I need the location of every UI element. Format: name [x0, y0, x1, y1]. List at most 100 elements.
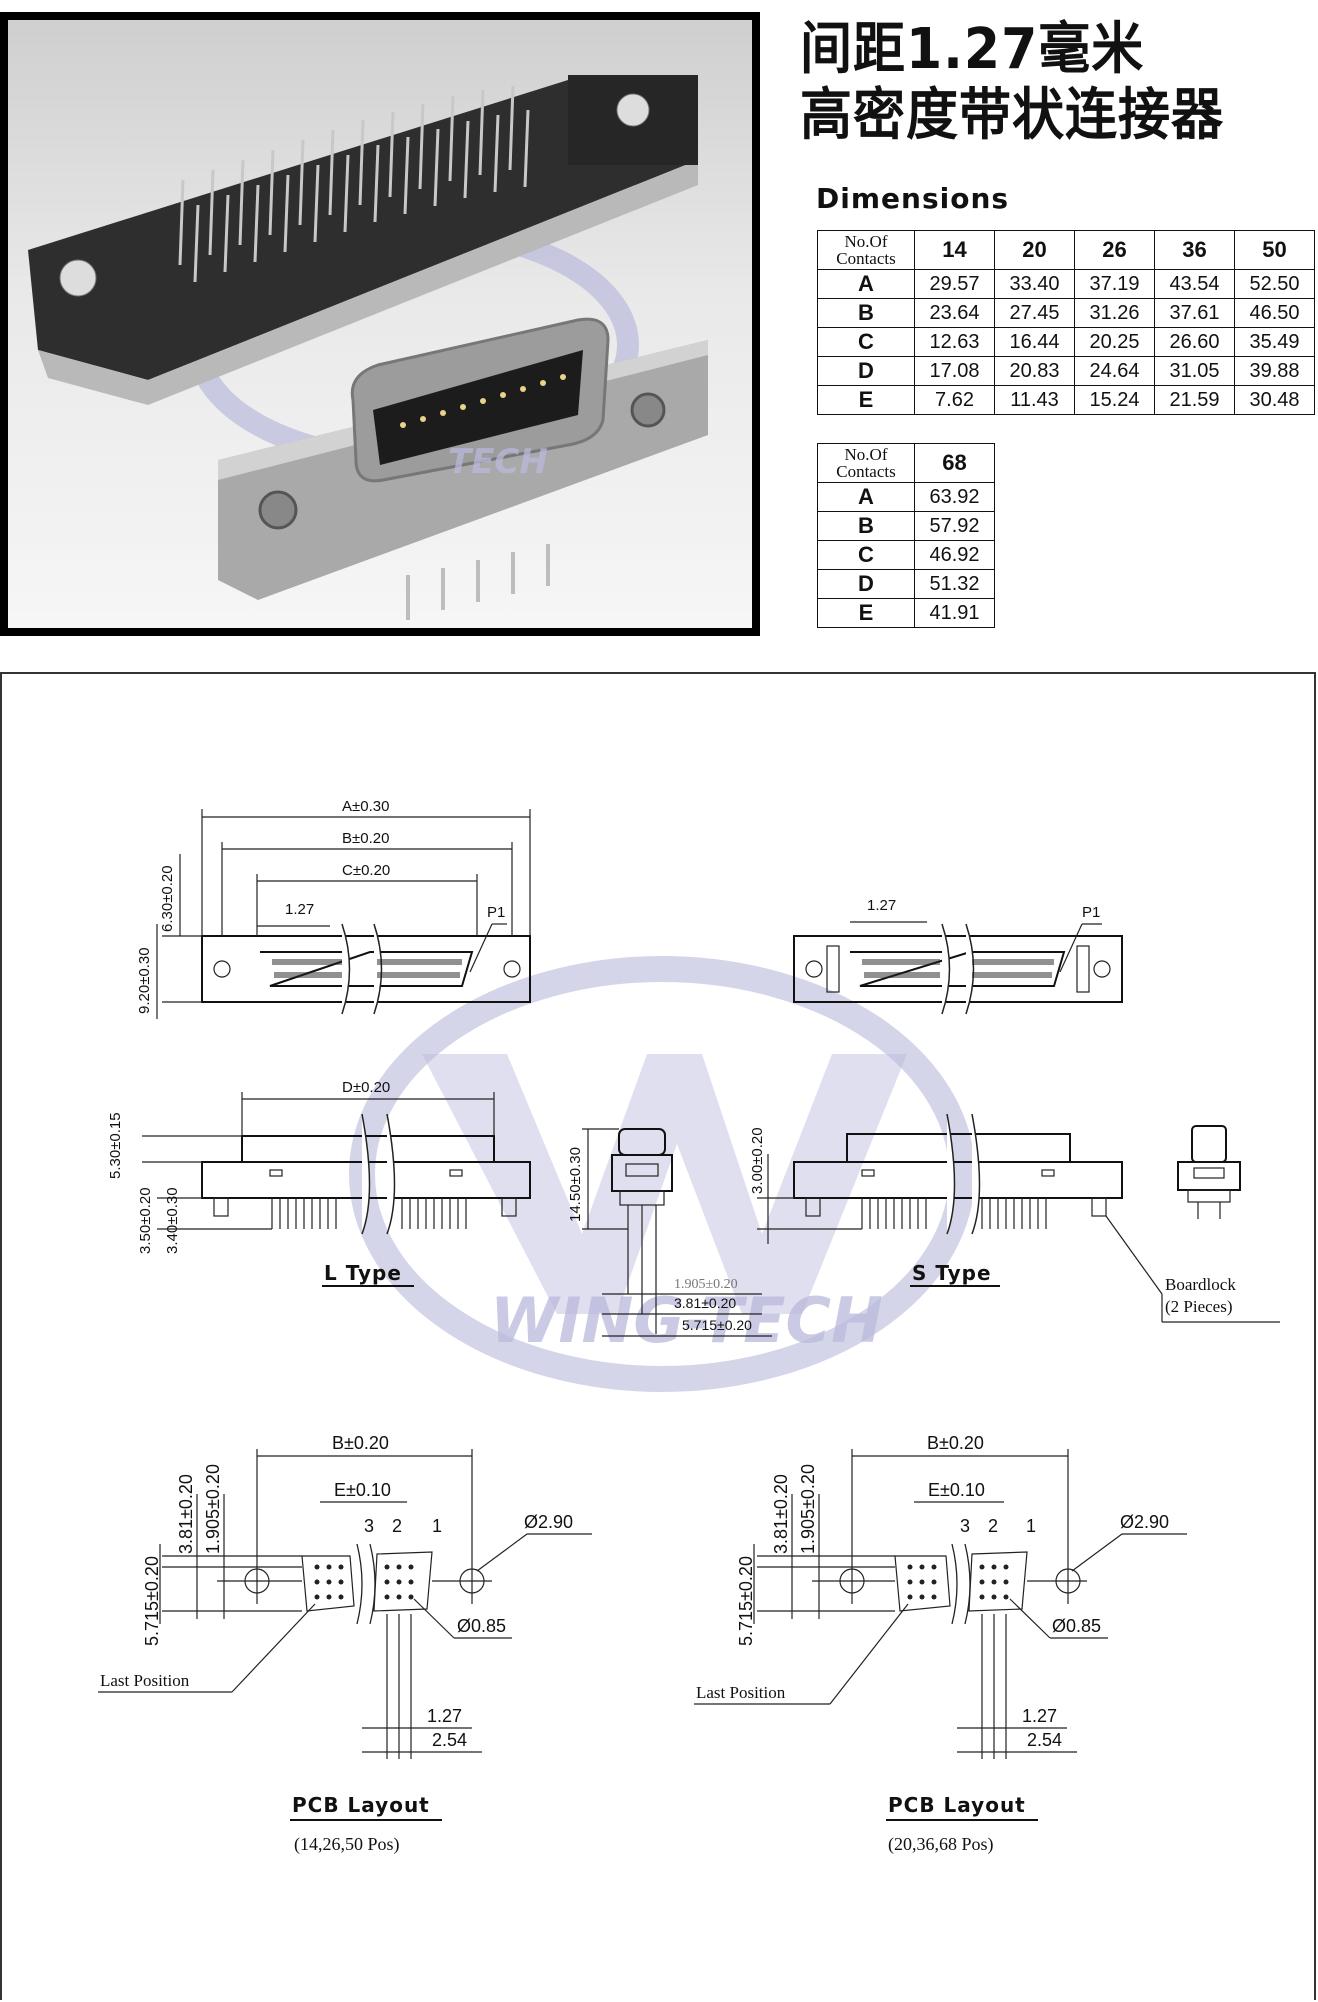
s-side-body: [793, 1161, 1123, 1199]
end-dim-1905-label: 1.905±0.20: [674, 1277, 738, 1292]
table-cell: 52.50: [1234, 269, 1315, 299]
photo-watermark-text: TECH: [448, 442, 548, 482]
pitch-label: 1.27: [285, 901, 314, 918]
pcb-left-dim-5715-label: 5.715±0.20: [142, 1556, 162, 1646]
table-cell: 33.40: [994, 269, 1075, 299]
end-dim-5715-label: 5.715±0.20: [682, 1317, 752, 1333]
pin1-label: P1: [487, 904, 505, 921]
pcb-left-pitch-127-label: 1.27: [427, 1706, 462, 1726]
table-cell: 20.83: [994, 356, 1075, 386]
dim-b-label: B±0.20: [342, 830, 389, 847]
table-row: D 17.08 20.83 24.64 31.05 39.88: [817, 356, 1315, 386]
pcb-right-dim-b-label: B±0.20: [927, 1433, 984, 1453]
table-cell: 37.61: [1154, 298, 1235, 328]
s-side-pins: [861, 1198, 1047, 1229]
table-row: B 57.92: [817, 511, 995, 541]
front-socket-contacts: [400, 374, 566, 428]
pcb-right-pin1: 1: [1026, 1516, 1036, 1536]
column-header: 26: [1074, 230, 1155, 270]
table-cell: 15.24: [1074, 385, 1155, 415]
pcb-left-dim-381-label: 3.81±0.20: [176, 1474, 196, 1554]
back-connector-body: [28, 80, 698, 380]
pcb-right-pitch-254-label: 2.54: [1027, 1730, 1062, 1750]
table-cell: 12.63: [914, 327, 995, 357]
pcb-right-pad-block-a: [894, 1555, 951, 1612]
table-cell: 27.45: [994, 298, 1075, 328]
pcb-layout-right: B±0.20 E±0.10 3 2 1 Ø2.90 Ø0.85: [694, 1433, 1187, 1855]
pcb-left-last-position-label: Last Position: [100, 1671, 190, 1690]
table-cell: 57.92: [914, 511, 995, 541]
boardlock-pieces-label: (2 Pieces): [1165, 1297, 1233, 1316]
top-view-outline: [201, 935, 531, 1003]
pcb-left-dim-e-label: E±0.10: [334, 1480, 391, 1500]
table-cell: 16.44: [994, 327, 1075, 357]
pcb-left-dim-b-label: B±0.20: [332, 1433, 389, 1453]
boardlock-end-body: [1177, 1161, 1241, 1191]
dim-c-label: C±0.20: [342, 862, 390, 879]
table-row: C 12.63 16.44 20.25 26.60 35.49: [817, 327, 1315, 357]
table-cell: 21.59: [1154, 385, 1235, 415]
pcb-left-pitch-254-label: 2.54: [432, 1730, 467, 1750]
pcb-left-hole-small-label: Ø0.85: [457, 1616, 506, 1636]
dim-300-label: 3.00±0.20: [749, 1127, 766, 1194]
pcb-right-dim-e-label: E±0.10: [928, 1480, 985, 1500]
l-type-caption: L Type: [324, 1261, 402, 1285]
row-label: A: [817, 482, 915, 512]
table-row: A 29.57 33.40 37.19 43.54 52.50: [817, 269, 1315, 299]
title-line-1: 间距1.27毫米: [800, 17, 1145, 83]
pcb-left-hole-big-label: Ø2.90: [524, 1512, 573, 1532]
front-mount-hole-left: [258, 490, 298, 530]
table-header-row: No.Of Contacts 14 20 26 36 50: [817, 230, 1315, 270]
table-cell: 11.43: [994, 385, 1075, 415]
table-cell: 31.26: [1074, 298, 1155, 328]
s-contact-pins-row: [862, 959, 1054, 978]
table-cell: 29.57: [914, 269, 995, 299]
table-cell: 31.05: [1154, 356, 1235, 386]
row-label: A: [817, 269, 915, 299]
dim-530-label: 5.30±0.15: [107, 1112, 124, 1179]
pcb-left-dim-1905-label: 1.905±0.20: [203, 1464, 223, 1554]
front-mount-hole-right: [630, 392, 666, 428]
contact-pins-row: [272, 959, 462, 978]
contacts-header-label: No.Of Contacts: [817, 230, 915, 270]
column-header: 50: [1234, 230, 1315, 270]
dim-920-label: 9.20±0.30: [136, 947, 153, 1014]
table-cell: 30.48: [1234, 385, 1315, 415]
back-connector-shell: [38, 160, 698, 405]
pcb-right-pad-block-b: [968, 1551, 1028, 1612]
table-row: A 63.92: [817, 482, 995, 512]
table-row: E 7.62 11.43 15.24 21.59 30.48: [817, 385, 1315, 415]
pcb-left-pin1: 1: [432, 1516, 442, 1536]
mount-hole-left: [213, 960, 231, 978]
drawing-watermark: WING-TECH: [349, 956, 975, 1392]
watermark-text: WING-TECH: [490, 1284, 883, 1357]
s-break-lines: [941, 923, 975, 1015]
table-cell: 46.92: [914, 540, 995, 570]
row-label: B: [817, 298, 915, 328]
pcb-left-pad-block-a: [301, 1555, 355, 1612]
table-cell: 24.64: [1074, 356, 1155, 386]
product-photo: TECH: [0, 12, 760, 636]
column-header: 20: [994, 230, 1075, 270]
dimensions-table-68: No.Of Contacts 68 A 63.92 B 57.92 C 46.9…: [817, 443, 995, 628]
pcb-left-pad-block-b: [373, 1551, 433, 1612]
table-cell: 35.49: [1234, 327, 1315, 357]
end-dim-381-label: 3.81±0.20: [674, 1295, 736, 1311]
dimensions-heading: Dimensions: [816, 182, 1010, 215]
table-row: E 41.91: [817, 598, 995, 628]
s-side-shell: [846, 1133, 1071, 1162]
row-label: D: [817, 356, 915, 386]
s-mount-hole-left: [805, 960, 823, 978]
table-cell: 26.60: [1154, 327, 1235, 357]
column-header: 68: [914, 443, 995, 483]
dim-d-label: D±0.20: [342, 1079, 390, 1096]
pcb-right-hole-small-label: Ø0.85: [1052, 1616, 1101, 1636]
table-cell: 46.50: [1234, 298, 1315, 328]
row-label: C: [817, 540, 915, 570]
pcb-right-hole-big-label: Ø2.90: [1120, 1512, 1169, 1532]
dim-340-label: 3.40±0.30: [164, 1187, 181, 1254]
table-cell: 23.64: [914, 298, 995, 328]
l-side-pins: [271, 1198, 467, 1229]
s-type-side-view: 3.00±0.20 S Type Boardlock (2 Pieces): [749, 1113, 1280, 1323]
title-block: 间距1.27毫米 高密度带状连接器: [800, 14, 1300, 148]
